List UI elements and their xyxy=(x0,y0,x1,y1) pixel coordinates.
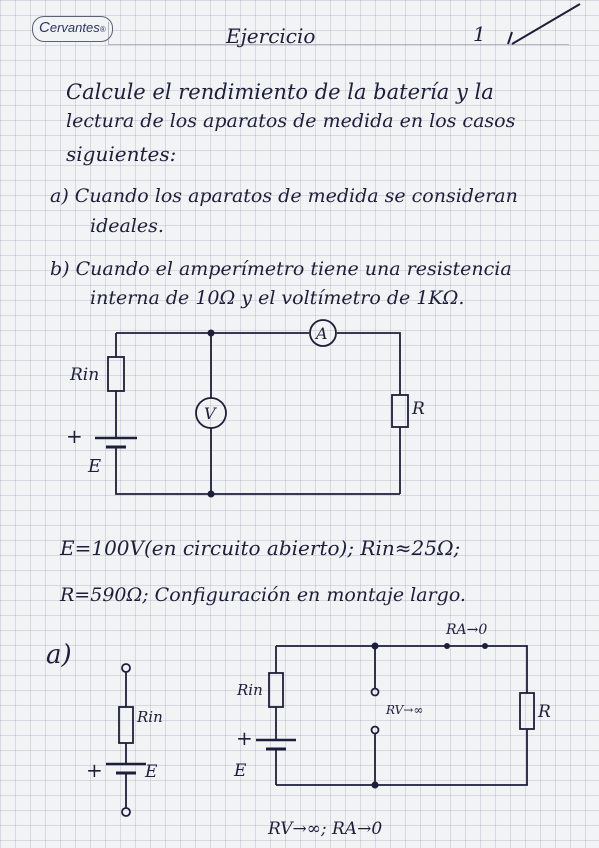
rv-label: RV→∞ xyxy=(385,703,423,717)
rin-label: Rin xyxy=(69,365,99,385)
ra-top-label: RA→0 xyxy=(445,622,487,638)
case-b-line-1: b) Cuando el amperímetro tiene una resis… xyxy=(50,258,512,280)
right-rin-resistor xyxy=(268,672,284,708)
header-field xyxy=(108,22,569,45)
right-e-label: E xyxy=(233,761,247,781)
statement-line-3: siguientes: xyxy=(66,142,177,166)
left-rin-label: Rin xyxy=(136,708,163,726)
voltmeter-label: V xyxy=(204,404,217,423)
left-plus-label: + xyxy=(86,758,103,782)
right-r-label: R xyxy=(537,702,551,722)
r-label: R xyxy=(411,399,425,419)
left-e-label: E xyxy=(144,762,158,782)
solution-a-label: a) xyxy=(46,640,72,670)
solution-footer: RV→∞; RA→0 xyxy=(267,819,382,839)
voltmeter-symbol xyxy=(195,397,227,429)
case-a-line-1: a) Cuando los aparatos de medida se cons… xyxy=(50,185,518,207)
case-b-line-2: interna de 10Ω y el voltímetro de 1KΩ. xyxy=(90,287,465,309)
case-a-line-2: ideales. xyxy=(90,215,164,237)
left-rin-resistor xyxy=(118,706,134,744)
data-line-1: E=100V(en circuito abierto); Rin≈25Ω; xyxy=(60,536,461,560)
ammeter-label: A xyxy=(314,324,328,343)
plus-label: + xyxy=(66,424,83,448)
ammeter-symbol xyxy=(309,319,337,347)
statement-line-1: Calcule el rendimiento de la batería y l… xyxy=(66,80,494,104)
brand-logo: Cervantes® xyxy=(32,16,113,42)
right-r-resistor xyxy=(519,692,535,730)
page-title: Ejercicio xyxy=(226,24,316,48)
page-number: 1 xyxy=(473,22,486,46)
check-mark-icon xyxy=(507,3,581,45)
right-rin-label: Rin xyxy=(236,681,263,699)
e-label: E xyxy=(87,456,101,477)
data-line-2: R=590Ω; Configuración en montaje largo. xyxy=(60,584,466,606)
statement-line-2: lectura de los aparatos de medida en los… xyxy=(66,110,516,132)
right-plus-label: + xyxy=(236,726,253,750)
